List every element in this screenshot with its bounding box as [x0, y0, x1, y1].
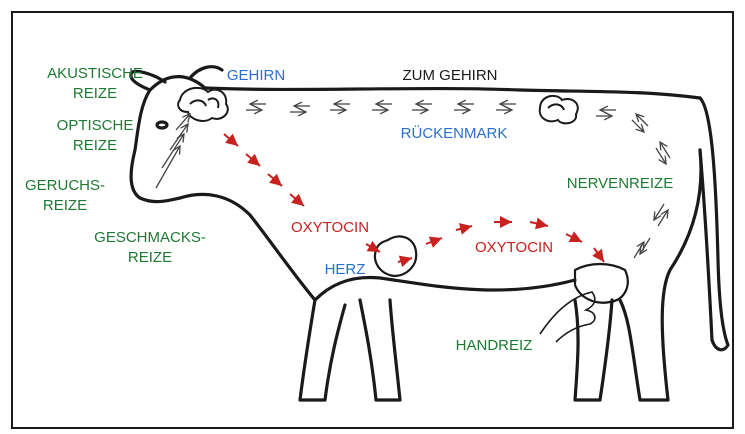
label-oxytocin-1: OXYTOCIN: [291, 219, 369, 236]
label-gehirn: GEHIRN: [227, 67, 285, 84]
label-geruchs-1: GERUCHS-: [25, 177, 105, 194]
label-geschmacks-1: GESCHMACKS-: [94, 229, 206, 246]
label-geschmacks-2: REIZE: [128, 249, 172, 266]
sensory-arrows-head: [156, 114, 190, 188]
brain-head-shape: [178, 88, 228, 121]
label-geruchs-2: REIZE: [43, 197, 87, 214]
label-akustische-2: REIZE: [73, 85, 117, 102]
label-nervenreize: NERVENREIZE: [567, 175, 673, 192]
label-optische-1: OPTISCHE: [57, 117, 134, 134]
label-oxytocin-2: OXYTOCIN: [475, 239, 553, 256]
label-akustische-1: AKUSTISCHE: [47, 65, 143, 82]
heart-shape: [375, 236, 416, 276]
label-optische-2: REIZE: [73, 137, 117, 154]
label-handreiz: HANDREIZ: [456, 337, 533, 354]
spinal-ganglion-shape: [540, 96, 578, 124]
label-rueckenmark: RÜCKENMARK: [401, 124, 508, 142]
label-herz: HERZ: [325, 261, 366, 278]
label-zum-gehirn: ZUM GEHIRN: [403, 67, 498, 84]
